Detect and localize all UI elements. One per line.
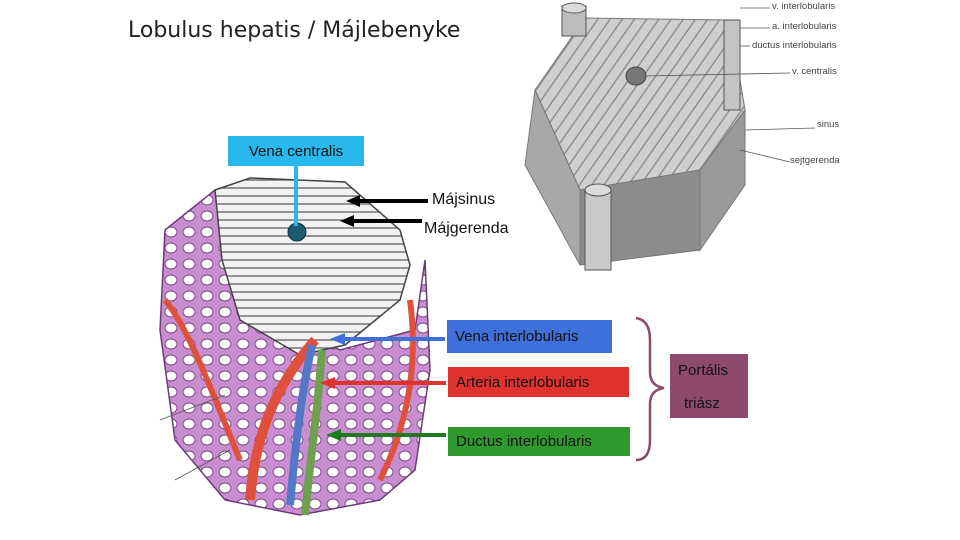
ductus-interlobularis-label: Ductus interlobularis [448, 427, 630, 456]
schematic-label-sejtgerenda: sejtgerenda [790, 155, 840, 166]
majsinus-label: Májsinus [432, 191, 496, 208]
triasz-text: triász [684, 395, 720, 412]
vena-interlobularis-arrow [330, 333, 445, 345]
lobule-illustration [159, 177, 431, 516]
vena-centralis-label: Vena centralis [228, 136, 364, 166]
schematic-label-v-centralis: v. centralis [792, 66, 837, 77]
majsinus-arrow [346, 195, 428, 207]
arteria-interlobularis-arrow [320, 377, 446, 389]
majgerenda-label: Májgerenda [424, 220, 509, 237]
schematic-label-sinus: sinus [817, 119, 840, 130]
vena-interlobularis-label: Vena interlobularis [447, 320, 612, 353]
schematic-lobule-figure [524, 2, 816, 271]
portalis-triasz-bracket [635, 316, 665, 462]
majgerenda-arrow [340, 215, 422, 227]
slide-title: Lobulus hepatis / Májlebenyke [128, 18, 461, 43]
portalis-triasz-label: Portális triász [670, 354, 748, 418]
ductus-interlobularis-arrow [326, 429, 446, 441]
arteria-interlobularis-label: Arteria interlobularis [448, 367, 629, 397]
schematic-label-a-interlobularis: a. interlobularis [772, 21, 837, 32]
portalis-text: Portális [678, 362, 729, 379]
schematic-label-ductus-interlobularis: ductus interlobularis [752, 40, 837, 51]
schematic-label-v-interlobularis: v. interlobularis [772, 1, 836, 12]
